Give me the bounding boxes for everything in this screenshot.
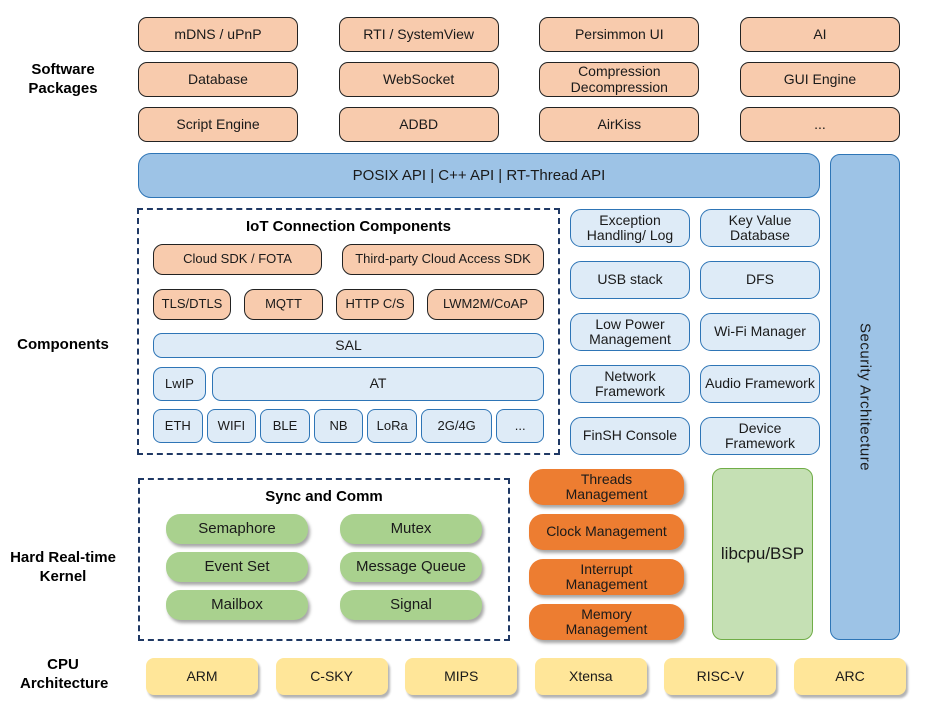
- sync-and-comm-grid: Semaphore Mutex Event Set Message Queue …: [166, 514, 482, 620]
- iot-box-2g4g: 2G/4G: [420, 409, 493, 443]
- iot-box-eth: ETH: [153, 409, 203, 443]
- cpu-box-risc-v: RISC-V: [664, 658, 777, 695]
- package-box-compression: Compression Decompression: [539, 62, 700, 97]
- component-box-key-value-database: Key Value Database: [700, 209, 820, 247]
- cpu-box-mips: MIPS: [405, 658, 518, 695]
- component-box-usb-stack: USB stack: [570, 261, 690, 299]
- libcpu-bsp-label: libcpu/BSP: [720, 544, 805, 563]
- iot-protocol-row: TLS/DTLS MQTT HTTP C/S LWM2M/CoAP: [153, 289, 544, 320]
- package-box-websocket: WebSocket: [338, 62, 499, 97]
- libcpu-bsp-box: libcpu/BSP: [712, 468, 813, 640]
- iot-box-mqtt: MQTT: [244, 289, 323, 320]
- components-grid: Exception Handling/ Log Key Value Databa…: [570, 209, 820, 455]
- package-box-gui-engine: GUI Engine: [739, 62, 900, 97]
- kernel-box-signal: Signal: [340, 590, 482, 620]
- cpu-box-arm: ARM: [146, 658, 258, 695]
- component-box-network-framework: Network Framework: [570, 365, 690, 403]
- kernel-box-mutex: Mutex: [340, 514, 482, 544]
- iot-stack-row: LwIP AT: [153, 367, 544, 401]
- package-box-persimmon-ui: Persimmon UI: [539, 17, 700, 52]
- iot-box-more: ...: [496, 409, 544, 443]
- iot-box-lora: LoRa: [367, 409, 417, 443]
- sync-and-comm-title: Sync and Comm: [265, 488, 383, 505]
- kernel-box-threads-management: Threads Management: [529, 469, 684, 505]
- api-layer-label: POSIX API | C++ API | RT-Thread API: [352, 167, 606, 184]
- package-box-mdns-upnp: mDNS / uPnP: [138, 17, 298, 52]
- component-box-low-power-management: Low Power Management: [570, 313, 690, 351]
- kernel-box-message-queue: Message Queue: [340, 552, 482, 582]
- iot-box-ble: BLE: [260, 409, 310, 443]
- package-box-script-engine: Script Engine: [138, 107, 298, 142]
- package-box-rti-systemview: RTI / SystemView: [338, 17, 499, 52]
- iot-box-wifi: WIFI: [206, 409, 257, 443]
- cpu-architecture-row: ARM C-SKY MIPS Xtensa RISC-V ARC: [146, 658, 906, 695]
- package-box-airkiss: AirKiss: [539, 107, 700, 142]
- security-architecture-label: Security Architecture: [856, 322, 874, 472]
- iot-box-at: AT: [212, 367, 544, 401]
- package-box-more: ...: [739, 107, 900, 142]
- kernel-box-mailbox: Mailbox: [166, 590, 308, 620]
- api-layer-bar: POSIX API | C++ API | RT-Thread API: [138, 153, 820, 198]
- iot-box-lwip: LwIP: [153, 367, 206, 401]
- security-architecture-bar: Security Architecture: [830, 154, 900, 640]
- iot-box-lwm2m-coap: LWM2M/CoAP: [427, 289, 544, 320]
- iot-box-thirdparty-cloud: Third-party Cloud Access SDK: [342, 244, 544, 275]
- component-box-device-framework: Device Framework: [700, 417, 820, 455]
- iot-connection-components-box: IoT Connection Components Cloud SDK / FO…: [137, 208, 560, 455]
- component-box-exception-handling-log: Exception Handling/ Log: [570, 209, 690, 247]
- kernel-box-interrupt-management: Interrupt Management: [529, 559, 684, 595]
- iot-link-row: ETH WIFI BLE NB LoRa 2G/4G ...: [153, 409, 544, 443]
- kernel-box-event-set: Event Set: [166, 552, 308, 582]
- cpu-box-arc: ARC: [793, 658, 906, 695]
- iot-box-sal: SAL: [153, 333, 544, 358]
- layer-label-cpu-architecture: CPU Architecture: [20, 656, 109, 692]
- iot-box-tls-dtls: TLS/DTLS: [153, 289, 231, 320]
- kernel-box-semaphore: Semaphore: [166, 514, 308, 544]
- kernel-management-column: Threads Management Clock Management Inte…: [529, 469, 684, 640]
- iot-cloud-row: Cloud SDK / FOTA Third-party Cloud Acces…: [153, 244, 544, 275]
- component-box-audio-framework: Audio Framework: [700, 365, 820, 403]
- package-box-database: Database: [138, 62, 298, 97]
- iot-connection-components-title: IoT Connection Components: [246, 218, 451, 235]
- iot-box-nb: NB: [313, 409, 364, 443]
- iot-box-http-cs: HTTP C/S: [336, 289, 414, 320]
- sync-and-comm-box: Sync and Comm Semaphore Mutex Event Set …: [138, 478, 510, 641]
- component-box-dfs: DFS: [700, 261, 820, 299]
- layer-label-software-packages: Software Packages: [28, 61, 98, 97]
- layer-label-kernel: Hard Real-time Kernel: [10, 549, 116, 585]
- component-box-wifi-manager: Wi-Fi Manager: [700, 313, 820, 351]
- iot-box-cloud-sdk-fota: Cloud SDK / FOTA: [153, 244, 322, 275]
- software-packages-grid: mDNS / uPnP RTI / SystemView Persimmon U…: [138, 17, 900, 142]
- cpu-box-c-sky: C-SKY: [275, 658, 388, 695]
- package-box-adbd: ADBD: [338, 107, 499, 142]
- package-box-ai: AI: [739, 17, 900, 52]
- cpu-box-xtensa: Xtensa: [534, 658, 647, 695]
- kernel-box-memory-management: Memory Management: [529, 604, 684, 640]
- kernel-box-clock-management: Clock Management: [529, 514, 684, 550]
- layer-label-components: Components: [17, 336, 109, 353]
- component-box-finsh-console: FinSH Console: [570, 417, 690, 455]
